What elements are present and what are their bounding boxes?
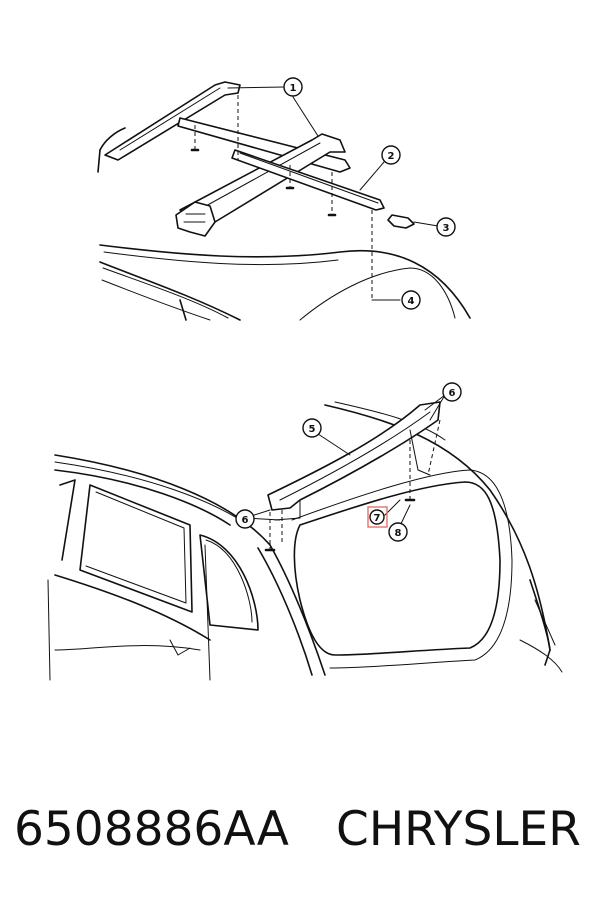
side-window [79,484,193,613]
callout-4[interactable]: 4 [401,290,421,310]
callout-2-label: 2 [388,151,395,162]
brand-name: CHRYSLER [336,802,581,857]
callout-6-lower-label: 6 [242,515,249,526]
callout-6-upper-label: 6 [449,388,456,399]
rear-spoiler [267,401,441,511]
rack-foot [175,201,216,237]
callout-6-lower[interactable]: 6 [235,509,255,529]
callout-1[interactable]: 1 [283,77,303,97]
callout-4-label: 4 [408,296,415,307]
callout-5-label: 5 [309,424,316,435]
callout-5[interactable]: 5 [302,418,322,438]
callout-8-label: 8 [395,528,402,539]
side-rail [231,149,385,211]
liftgate-view [47,394,563,681]
quarter-window [199,534,259,631]
footer: 6508886AA CHRYSLER [0,795,600,865]
crossbar-front [179,133,346,223]
callout-7-label: 7 [374,513,381,524]
callout-7-highlight [367,506,388,528]
roof-rack-view [97,81,471,321]
part-number: 6508886AA [14,802,289,857]
callout-6-upper[interactable]: 6 [442,382,462,402]
callout-7[interactable]: 7 [367,506,388,528]
roof-rail-front-left [104,81,241,161]
callout-2[interactable]: 2 [381,145,401,165]
callout-1-label: 1 [290,83,297,94]
callout-3-label: 3 [443,223,450,234]
end-cap [387,214,415,229]
callout-3[interactable]: 3 [436,217,456,237]
callout-8[interactable]: 8 [388,522,408,542]
rear-glass [293,481,501,656]
